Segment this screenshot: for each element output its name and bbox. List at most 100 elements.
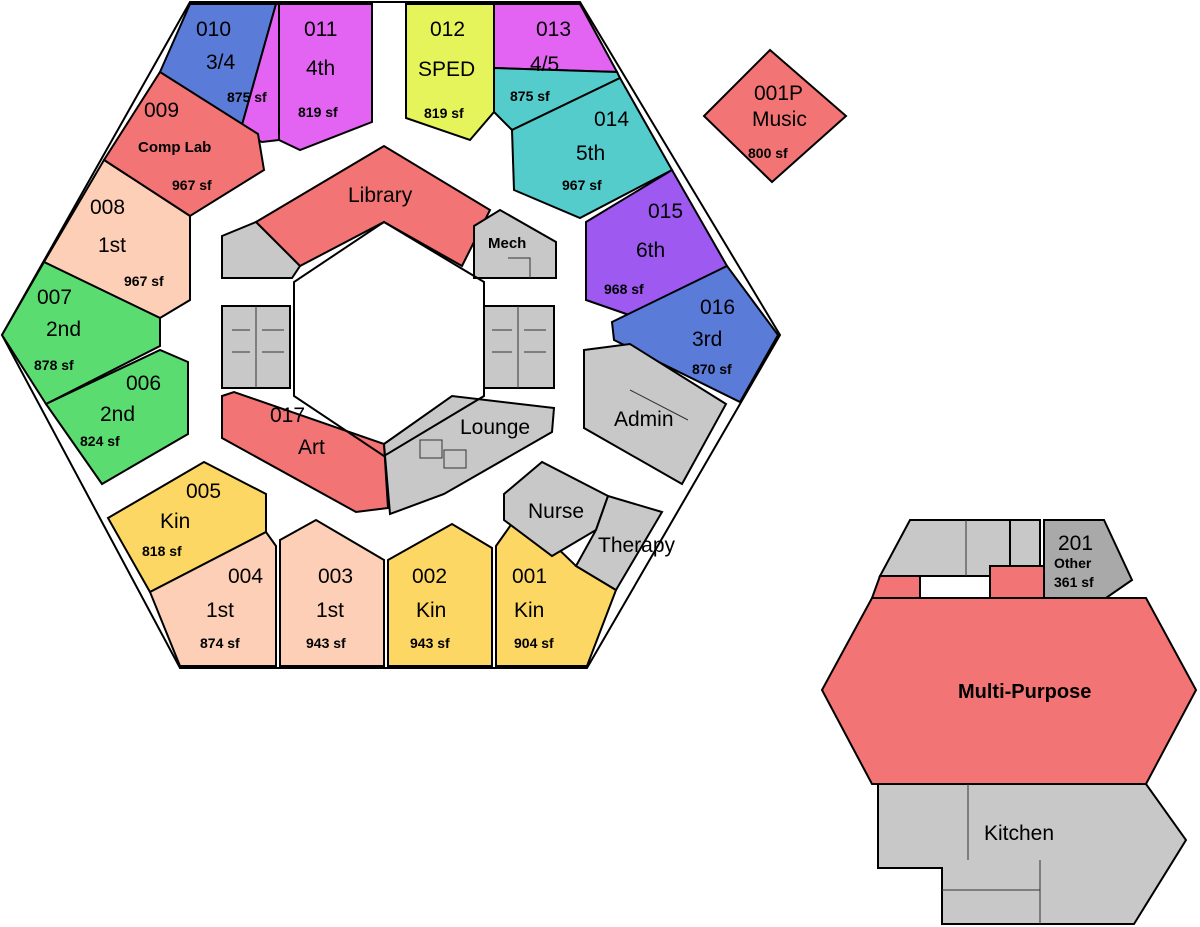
room-015-grade: 6th	[636, 239, 665, 262]
main-building: 010 3/4 875 sf 011 4th 819 sf 012 SPED 8…	[0, 0, 782, 669]
room-005-grade: Kin	[160, 510, 190, 533]
room-016-number: 016	[700, 296, 735, 319]
inner-courtyard	[293, 220, 485, 458]
room-014[interactable]: 014 5th 967 sf	[510, 76, 674, 220]
room-201-area: 361 sf	[1054, 574, 1094, 590]
lounge-partition-2	[443, 449, 467, 469]
room-004-grade: 1st	[206, 599, 234, 622]
room-006-grade: 2nd	[100, 403, 135, 426]
room-005[interactable]: 005 Kin 818 sf	[106, 460, 267, 594]
room-201[interactable]: 201 Other 361 sf	[1043, 519, 1134, 599]
kitchen[interactable]: Kitchen	[877, 783, 1188, 925]
room-017[interactable]: 017 Art	[221, 390, 390, 514]
room-007-number: 007	[37, 286, 72, 309]
room-012-area: 819 sf	[424, 105, 464, 121]
room-011-grade: 4th	[306, 57, 335, 80]
room-017-fill	[221, 390, 390, 514]
room-013-area: 875 sf	[510, 88, 550, 104]
room-002-fill	[387, 522, 493, 667]
storage-northwest	[221, 220, 302, 279]
room-201-number: 201	[1058, 532, 1093, 555]
multipurpose-building: 201 Other 361 sf Multi-Purpose Kitchen	[820, 519, 1198, 925]
kitchen-fill	[877, 783, 1188, 925]
room-004-number: 004	[228, 565, 263, 588]
room-014-fill	[510, 76, 674, 220]
mech-fill	[473, 208, 557, 279]
room-013[interactable]: 013 4/5 875 sf	[493, 3, 622, 132]
room-012[interactable]: 012 SPED 819 sf	[405, 3, 495, 142]
admin-label: Admin	[614, 408, 674, 431]
room-002-grade: Kin	[416, 599, 446, 622]
nurse-office[interactable]: Nurse	[503, 460, 610, 558]
multipurpose-hall[interactable]: Multi-Purpose	[820, 597, 1198, 785]
room-013-grade: 4/5	[530, 53, 559, 76]
room-002[interactable]: 002 Kin 943 sf	[387, 522, 493, 667]
room-007[interactable]: 007 2nd 878 sf	[0, 260, 161, 406]
room-009[interactable]: 009 Comp Lab 967 sf	[102, 70, 266, 218]
room-010-area: 875 sf	[227, 89, 267, 105]
room-011[interactable]: 011 4th 819 sf	[278, 3, 373, 152]
room-009-number: 009	[144, 99, 179, 122]
room-008-area: 967 sf	[124, 273, 164, 289]
room-016-fill	[610, 264, 780, 404]
room-010[interactable]: 010 3/4 875 sf	[158, 3, 280, 144]
lounge[interactable]: Lounge	[382, 394, 556, 516]
admin-fill	[583, 342, 728, 486]
room-012-fill	[405, 3, 495, 142]
room-004[interactable]: 004 1st 874 sf	[148, 530, 277, 667]
room-001p-fill	[702, 48, 848, 184]
room-011-area: 819 sf	[298, 104, 338, 120]
room-008[interactable]: 008 1st 967 sf	[42, 158, 191, 320]
storage-northwest-fill	[221, 220, 302, 279]
room-016-grade: 3rd	[692, 328, 722, 351]
room-005-area: 818 sf	[142, 543, 182, 559]
library[interactable]: Library	[254, 144, 492, 268]
mp-red-strip-left	[870, 575, 921, 599]
room-011-number: 011	[304, 18, 337, 41]
room-012-grade: SPED	[418, 58, 475, 81]
room-001-number: 001	[512, 565, 547, 588]
mech-partition	[508, 257, 531, 278]
kitchen-label: Kitchen	[984, 822, 1054, 845]
room-009-area: 967 sf	[172, 177, 212, 193]
room-016[interactable]: 016 3rd 870 sf	[610, 264, 780, 404]
admin-office[interactable]: Admin	[583, 342, 728, 486]
room-006-area: 824 sf	[80, 433, 120, 449]
lounge-label: Lounge	[460, 416, 530, 439]
room-016-area: 870 sf	[692, 361, 732, 377]
room-014-grade: 5th	[576, 142, 605, 165]
room-201-grade: Other	[1054, 555, 1092, 571]
restroom-east-fill	[483, 305, 555, 389]
room-001p-grade: Music	[752, 108, 807, 131]
room-003[interactable]: 003 1st 943 sf	[279, 518, 385, 667]
room-001-grade: Kin	[514, 599, 544, 622]
room-015[interactable]: 015 6th 968 sf	[585, 168, 729, 318]
room-001p-number: 001P	[754, 82, 803, 105]
admin-partition	[629, 389, 689, 421]
room-005-number: 005	[186, 480, 221, 503]
room-001-area: 904 sf	[514, 635, 554, 651]
room-003-grade: 1st	[316, 599, 344, 622]
room-017-number: 017	[270, 404, 305, 427]
room-008-fill	[42, 158, 191, 320]
mech-room[interactable]: Mech	[473, 208, 557, 279]
room-008-grade: 1st	[98, 234, 126, 257]
room-003-area: 943 sf	[306, 635, 346, 651]
therapy-room[interactable]: Therapy	[574, 494, 676, 592]
nurse-label: Nurse	[528, 500, 584, 523]
room-003-fill	[279, 518, 385, 667]
restroom-east	[483, 305, 555, 389]
lounge-fill	[382, 394, 556, 516]
room-001p[interactable]: 001P Music 800 sf	[702, 48, 848, 184]
therapy-fill	[574, 494, 664, 592]
room-006-number: 006	[126, 372, 161, 395]
room-001[interactable]: 001 Kin 904 sf	[495, 510, 618, 667]
room-015-number: 015	[648, 200, 683, 223]
room-004-area: 874 sf	[200, 635, 240, 651]
room-014-area: 967 sf	[562, 177, 602, 193]
room-010-number: 010	[196, 18, 231, 41]
lounge-partition-1	[419, 439, 443, 459]
room-014-number: 014	[594, 108, 629, 131]
room-006[interactable]: 006 2nd 824 sf	[44, 348, 189, 486]
